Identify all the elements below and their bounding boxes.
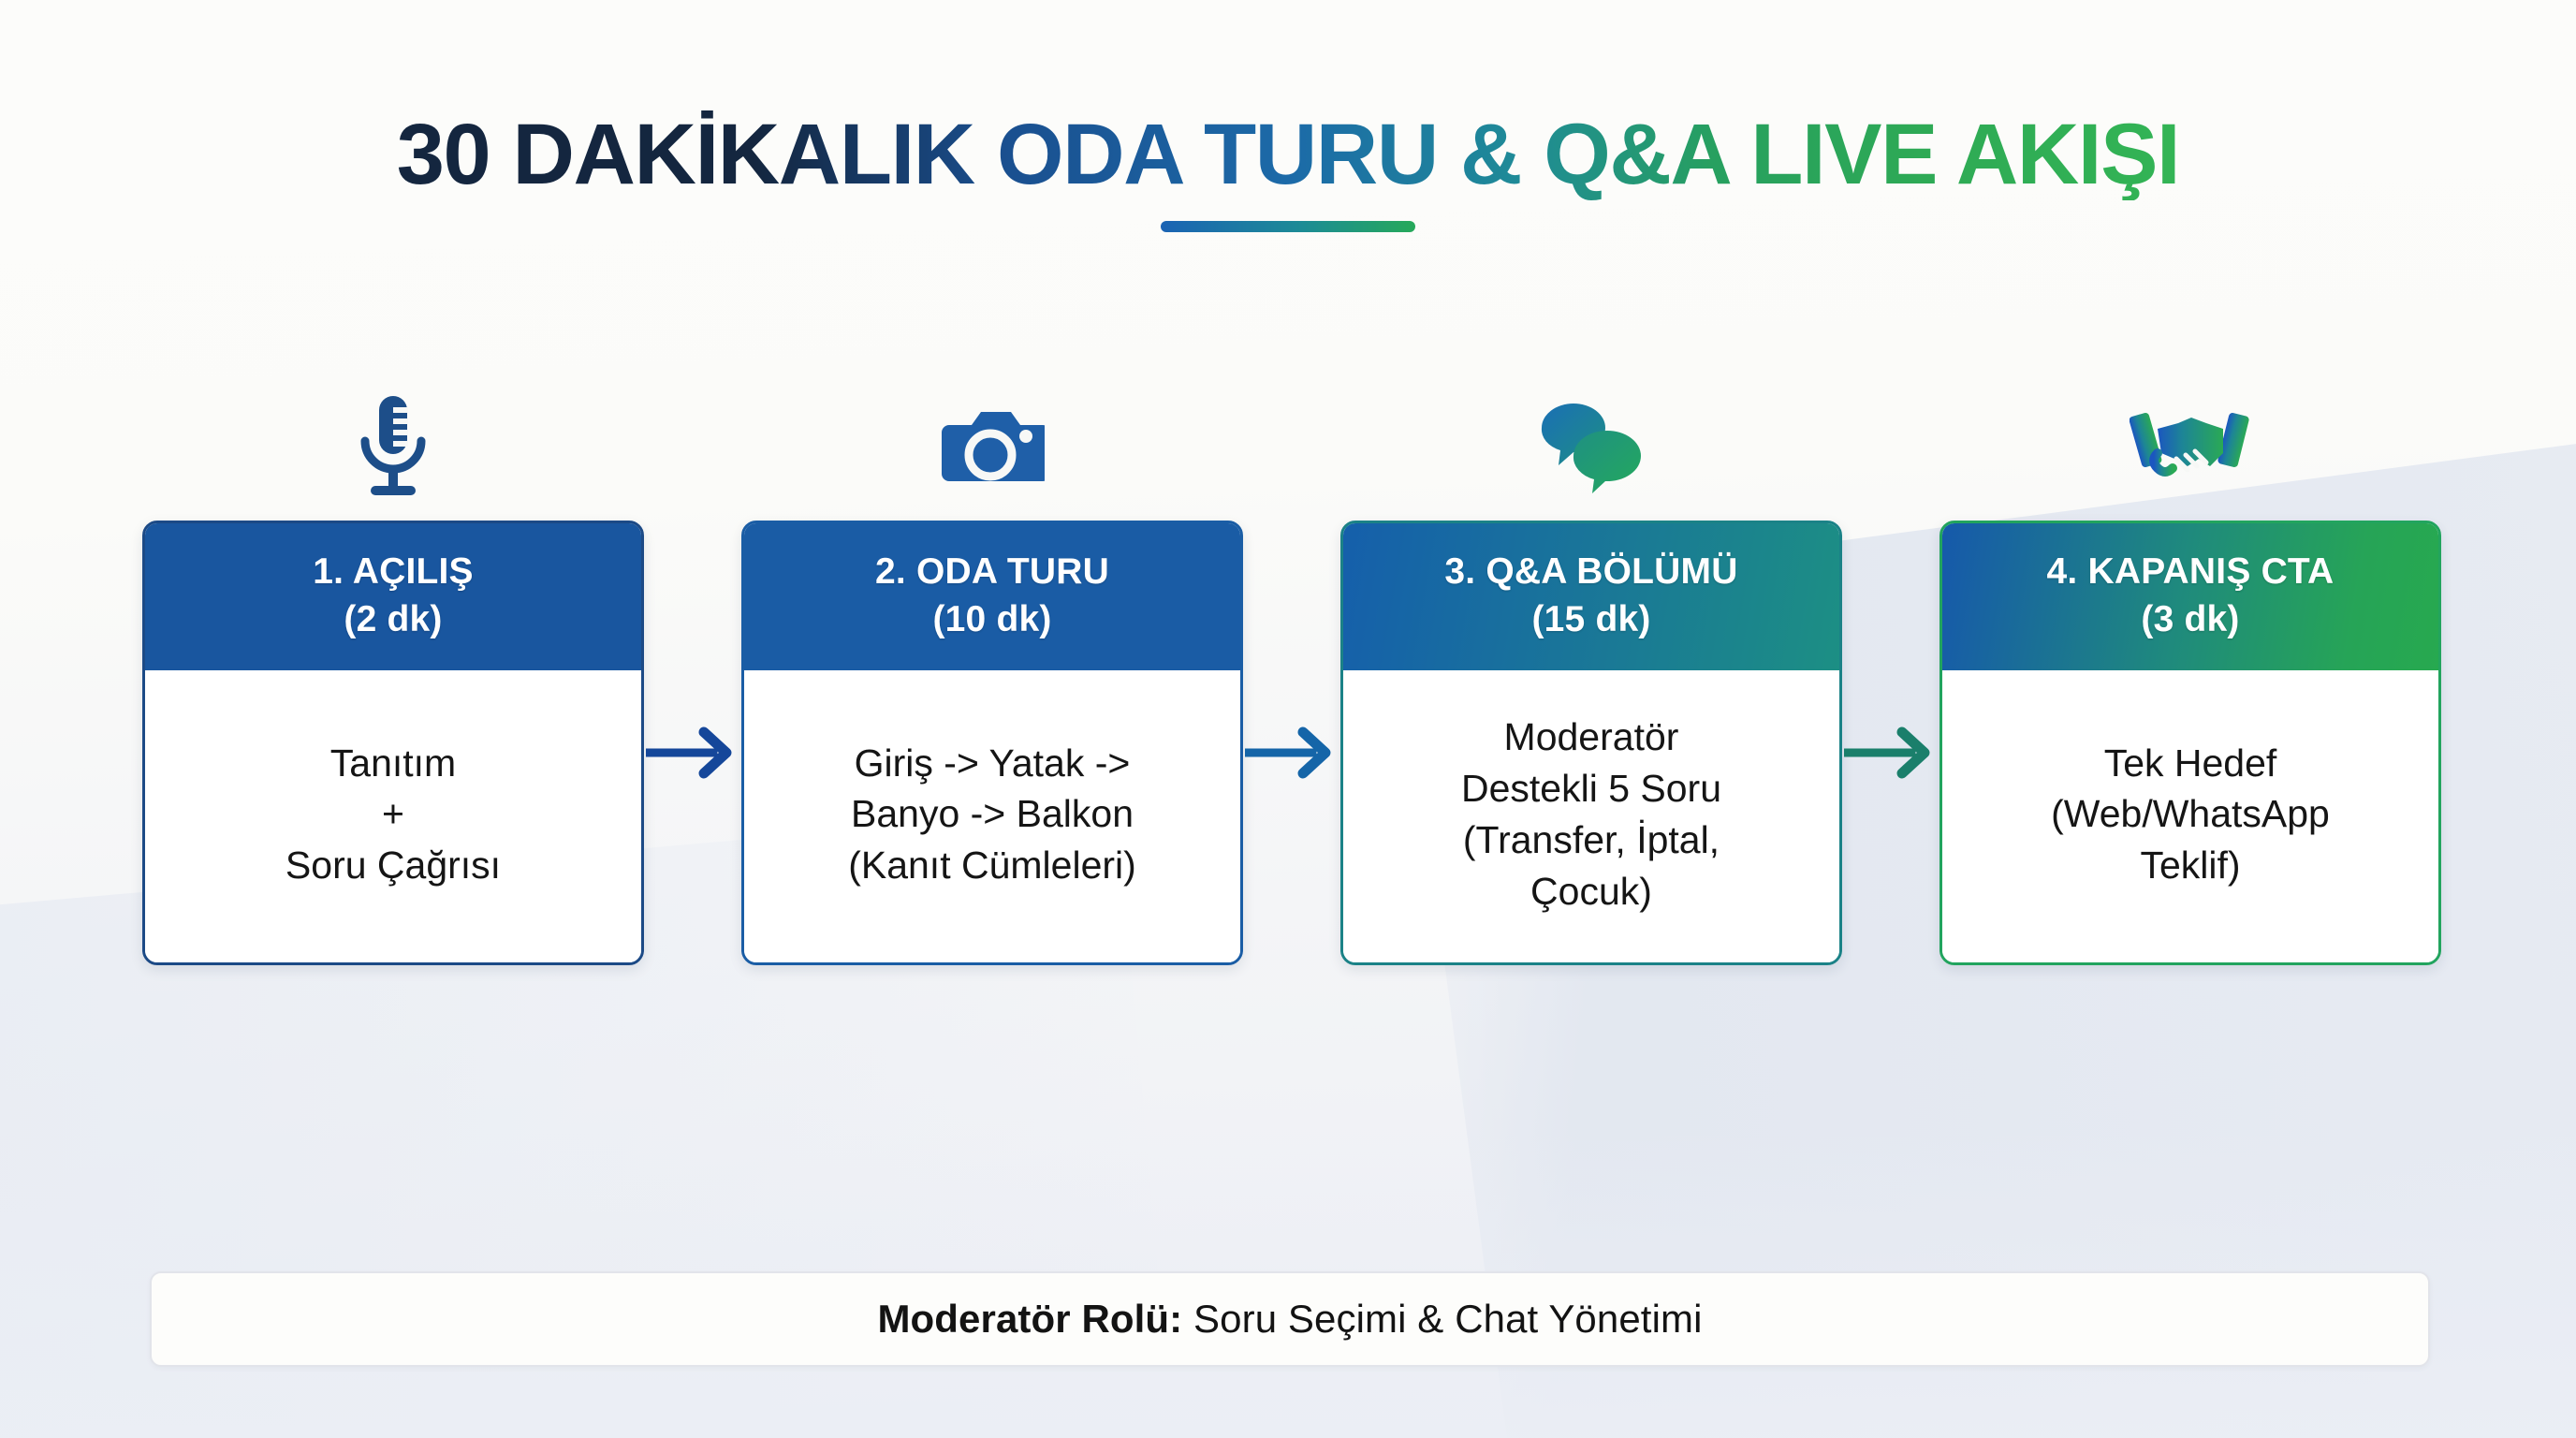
moderator-role-label: Moderatör Rolü: <box>877 1297 1183 1341</box>
step-3-heading: 3. Q&A BÖLÜMÜ <box>1444 551 1738 592</box>
step-card-1[interactable]: 1. AÇILIŞ (2 dk) Tanıtım + Soru Çağrısı <box>142 521 644 965</box>
moderator-role-text: Moderatör Rolü: Soru Seçimi & Chat Yönet… <box>877 1297 1702 1342</box>
page-title: 30 DAKİKALIK ODA TURU & Q&A LIVE AKIŞI <box>396 107 2181 202</box>
step-1-heading: 1. AÇILIŞ <box>313 551 474 592</box>
step-3-body: Moderatör Destekli 5 Soru (Transfer, İpt… <box>1343 669 1839 962</box>
step-3-duration: (15 dk) <box>1531 599 1651 640</box>
microphone-icon <box>348 386 438 507</box>
step-2-duration: (10 dk) <box>932 599 1052 640</box>
title-underline-accent <box>1161 220 1415 232</box>
step-4: 4. KAPANIŞ CTA (3 dk) Tek Hedef (Web/What… <box>1939 386 2441 965</box>
handshake-icon <box>2130 386 2251 507</box>
arrow-step2-to-step3 <box>1240 386 1343 985</box>
step-3-header: 3. Q&A BÖLÜMÜ (15 dk) <box>1343 523 1839 670</box>
step-1-body: Tanıtım + Soru Çağrısı <box>145 669 641 962</box>
step-card-2[interactable]: 2. ODA TURU (10 dk) Giriş -> Yatak -> Ban… <box>741 521 1243 965</box>
step-1: 1. AÇILIŞ (2 dk) Tanıtım + Soru Çağrısı <box>142 386 644 965</box>
step-4-duration: (3 dk) <box>2141 599 2240 640</box>
step-4-body: Tek Hedef (Web/WhatsApp Teklif) <box>1942 669 2438 962</box>
arrow-step3-to-step4 <box>1839 386 1942 985</box>
step-1-header: 1. AÇILIŞ (2 dk) <box>145 523 641 670</box>
step-card-3[interactable]: 3. Q&A BÖLÜMÜ (15 dk) Moderatör Destekli … <box>1340 521 1842 965</box>
step-4-header: 4. KAPANIŞ CTA (3 dk) <box>1942 523 2438 670</box>
step-2-header: 2. ODA TURU (10 dk) <box>744 523 1240 670</box>
step-2-heading: 2. ODA TURU <box>875 551 1109 592</box>
step-2-body: Giriş -> Yatak -> Banyo -> Balkon (Kanıt… <box>744 669 1240 962</box>
step-3: 3. Q&A BÖLÜMÜ (15 dk) Moderatör Destekli … <box>1340 386 1842 965</box>
step-card-4[interactable]: 4. KAPANIŞ CTA (3 dk) Tek Hedef (Web/What… <box>1939 521 2441 965</box>
step-4-heading: 4. KAPANIŞ CTA <box>2046 551 2334 592</box>
moderator-role-value: Soru Seçimi & Chat Yönetimi <box>1182 1297 1703 1341</box>
chat-bubbles-icon <box>1532 386 1650 507</box>
moderator-role-banner: Moderatör Rolü: Soru Seçimi & Chat Yönet… <box>150 1271 2430 1367</box>
step-1-duration: (2 dk) <box>344 599 443 640</box>
camera-icon <box>940 386 1045 507</box>
process-flow: 1. AÇILIŞ (2 dk) Tanıtım + Soru Çağrısı 2… <box>142 386 2441 985</box>
step-2: 2. ODA TURU (10 dk) Giriş -> Yatak -> Ban… <box>741 386 1243 965</box>
arrow-step1-to-step2 <box>641 386 744 985</box>
title-block: 30 DAKİKALIK ODA TURU & Q&A LIVE AKIŞI <box>0 110 2576 232</box>
